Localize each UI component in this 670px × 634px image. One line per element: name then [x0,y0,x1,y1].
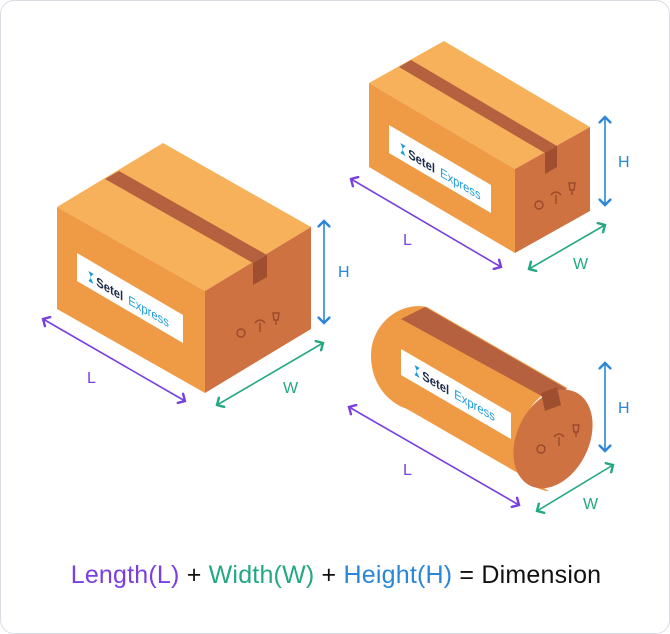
formula-equals-dimension: = Dimension [452,561,602,589]
small-box: Setel Express [369,41,590,253]
height-label: H [338,264,350,281]
umbrella-icon [553,433,565,446]
length-arrow [351,179,501,267]
width-arrow [529,225,605,269]
tape-strip [399,60,557,153]
umbrella-icon [550,191,562,204]
length-label: L [87,370,96,387]
length-arrow [349,407,519,505]
length-arrow [43,319,185,401]
formula-plus-1: + [179,561,209,589]
recycle-icon [236,328,246,338]
fragile-glass-icon [572,424,580,437]
formula-width: Width(W) [208,561,315,589]
fragile-glass-icon [272,312,280,325]
brand-logo-icon [88,271,94,284]
formula-plus-2: + [314,561,344,589]
tape-strip [105,171,267,263]
umbrella-icon [254,319,266,332]
recycle-icon [534,200,544,210]
width-arrow [537,465,613,511]
width-label: W [283,380,299,397]
width-label: W [573,256,589,273]
formula-length: Length(L) [70,561,180,589]
length-label: L [403,462,412,479]
height-label: H [618,154,630,171]
large-box: Setel Express [57,143,311,393]
height-label: H [618,400,630,417]
tape-strip [401,307,567,399]
length-label: L [403,232,412,249]
dimension-formula: Length(L) + Width(W) + Height(H) = Dimen… [1,561,669,590]
recycle-icon [536,444,546,454]
formula-height: Height(H) [343,561,453,589]
width-label: W [583,496,599,513]
fragile-glass-icon [568,182,576,195]
width-arrow [217,343,323,405]
